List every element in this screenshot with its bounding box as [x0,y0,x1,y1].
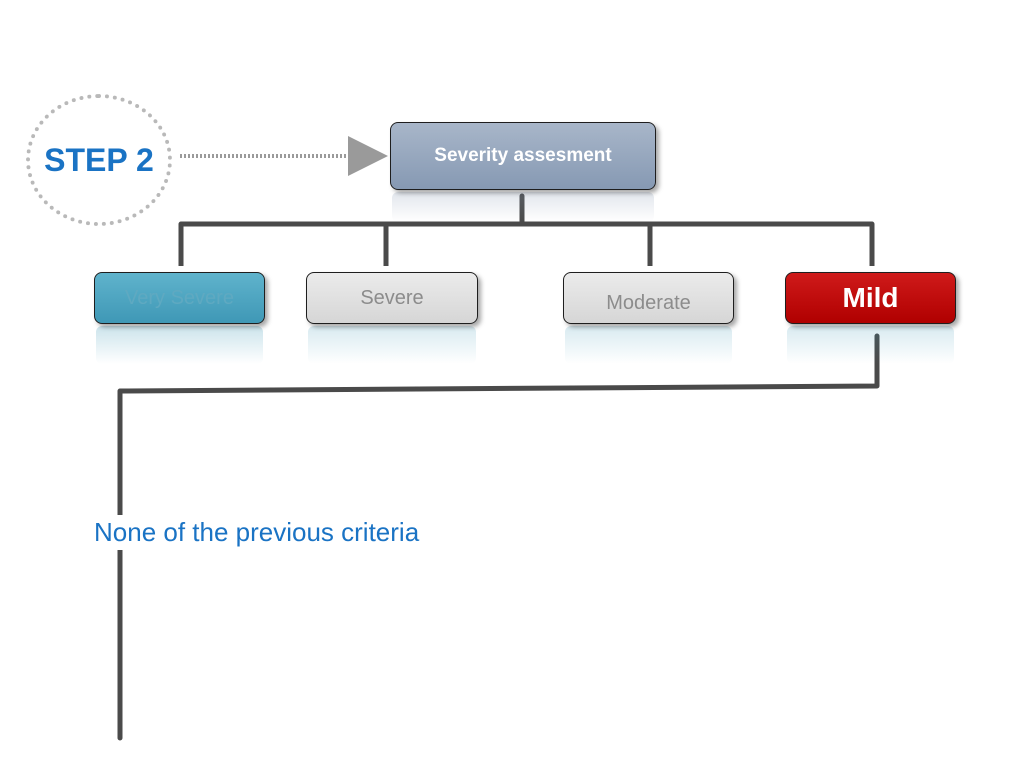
mild-reflection [787,326,954,364]
moderate-reflection [565,326,732,364]
severity-assessment-node: Severity assesment [390,122,656,190]
severe-node: Severe [306,272,478,324]
very-severe-node: Very Severe [94,272,265,324]
moderate-node: Moderate [563,272,734,324]
mild-node: Mild [785,272,956,324]
very-severe-label: Very Severe [125,286,234,309]
step-badge: STEP 2 [26,94,172,226]
severe-label: Severe [360,286,424,309]
mild-connector [117,333,880,741]
step-label: STEP 2 [44,141,154,178]
criteria-text: None of the previous criteria [92,515,422,550]
root-reflection [392,192,654,222]
very-severe-reflection [96,326,263,364]
category-bus [178,221,875,266]
mild-label: Mild [842,282,899,313]
severe-reflection [308,326,476,364]
root-label: Severity assesment [434,145,612,166]
moderate-label: Moderate [606,291,691,314]
